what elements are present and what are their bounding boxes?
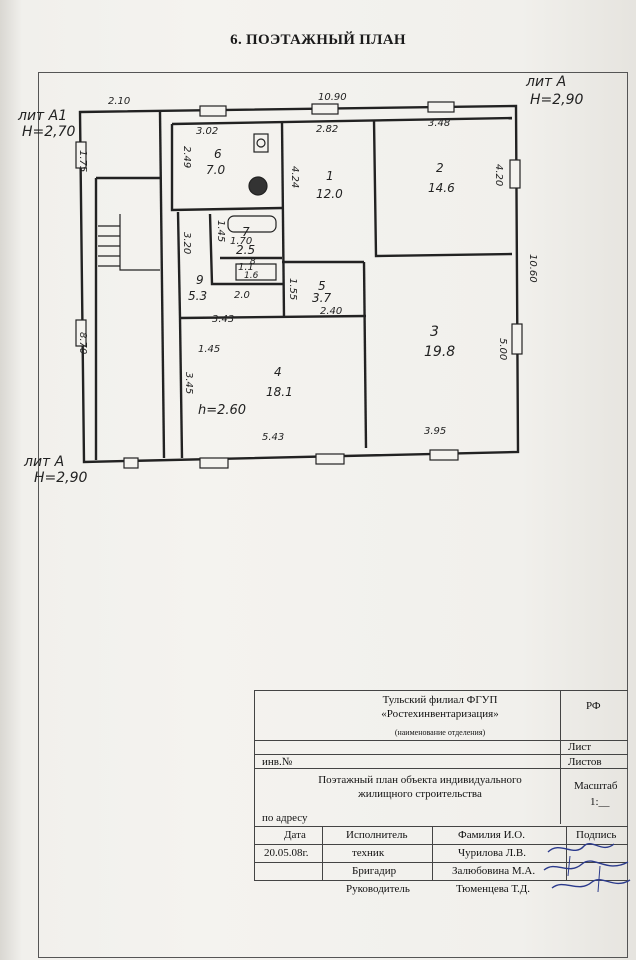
date-value: 20.05.08г. — [264, 847, 309, 859]
executor-header: Исполнитель — [346, 829, 408, 841]
svg-text:3.95: 3.95 — [424, 426, 446, 437]
scale-value: 1:__ — [590, 796, 610, 808]
svg-text:1.70: 1.70 — [230, 236, 252, 247]
list-label: Лист — [568, 741, 592, 753]
svg-text:3: 3 — [430, 324, 439, 340]
svg-text:2.0: 2.0 — [234, 290, 250, 301]
room-3: 319.8 — [424, 324, 455, 360]
label-h-a: Н=2,90 — [34, 470, 88, 486]
inv-label: инв.№ — [262, 756, 293, 768]
svg-text:10.90: 10.90 — [318, 92, 347, 103]
svg-text:1.45: 1.45 — [215, 220, 226, 242]
svg-text:3.02: 3.02 — [196, 126, 218, 137]
svg-text:7.0: 7.0 — [206, 163, 225, 177]
page-frame — [38, 72, 628, 958]
plan-rooms: 67.0 112.0 214.6 72.5 81.6 95.3 53.7 319… — [188, 147, 455, 418]
plan-walls — [78, 104, 520, 464]
svg-text:9: 9 — [196, 273, 204, 287]
svg-text:4.24: 4.24 — [289, 166, 300, 188]
svg-text:3.43: 3.43 — [212, 314, 234, 325]
svg-text:2.5: 2.5 — [236, 243, 255, 257]
svg-text:1.6: 1.6 — [244, 271, 259, 281]
plan-fixtures — [227, 133, 277, 281]
room-8: 81.6 — [244, 257, 259, 281]
role-foreman: Бригадир — [352, 865, 397, 877]
svg-text:2: 2 — [436, 161, 444, 175]
room-2: 214.6 — [428, 161, 455, 195]
svg-text:3.45: 3.45 — [183, 372, 194, 394]
label-h-a-right: Н=2,90 — [530, 92, 584, 108]
listov-label: Листов — [568, 756, 602, 768]
rf-label: РФ — [586, 700, 601, 712]
label-h-a1: Н=2,70 — [22, 124, 76, 140]
room-5: 53.7 — [312, 279, 331, 305]
svg-text:14.6: 14.6 — [428, 181, 455, 195]
svg-text:7: 7 — [242, 225, 250, 239]
svg-text:1: 1 — [326, 169, 334, 183]
svg-text:1.1: 1.1 — [238, 262, 254, 273]
name-header: Фамилия И.О. — [458, 829, 525, 841]
name-foreman: Залюбовина М.А. — [452, 865, 536, 877]
svg-text:5.3: 5.3 — [188, 289, 207, 303]
svg-text:1.75: 1.75 — [77, 150, 88, 172]
label-lit-a-right: лит А — [525, 74, 566, 90]
svg-text:4.20: 4.20 — [493, 164, 504, 186]
svg-text:18.1: 18.1 — [266, 385, 293, 399]
label-lit-a: лит А — [23, 454, 64, 470]
svg-text:12.0: 12.0 — [316, 187, 343, 201]
svg-text:1.45: 1.45 — [198, 344, 220, 355]
role-technician: техник — [352, 847, 385, 859]
name-head: Тюменцева Т.Д. — [456, 883, 531, 895]
plan-description-line2: жилищного строительства — [358, 788, 482, 800]
page-title: 6. ПОЭТАЖНЫЙ ПЛАН — [230, 32, 406, 48]
address-label: по адресу — [262, 812, 308, 824]
plan-windows — [75, 101, 523, 469]
svg-text:2.49: 2.49 — [181, 146, 192, 168]
org-name-line2: «Ростехинвентаризация» — [381, 708, 499, 720]
org-caption: (наименование отделения) — [394, 728, 486, 737]
handwritten-signatures — [543, 843, 631, 893]
room-9: 95.3 — [188, 273, 207, 303]
svg-text:5: 5 — [318, 279, 326, 293]
svg-text:3.48: 3.48 — [428, 118, 450, 129]
svg-text:1.55: 1.55 — [287, 278, 298, 300]
room-6: 67.0 — [206, 147, 225, 177]
name-technician: Чурилова Л.В. — [458, 847, 527, 859]
svg-text:10.60: 10.60 — [527, 254, 538, 283]
svg-text:6: 6 — [214, 147, 222, 161]
plan-description-line1: Поэтажный план объекта индивидуального — [318, 774, 522, 786]
role-head: Руководитель — [346, 883, 410, 895]
label-lit-a1: лит А1 — [17, 108, 67, 124]
org-name-line1: Тульский филиал ФГУП — [382, 694, 498, 706]
plan-dimensions: 2.10 10.90 3.02 2.82 3.48 1.70 3.43 2.40… — [77, 92, 538, 443]
svg-text:2.10: 2.10 — [108, 96, 130, 107]
svg-text:19.8: 19.8 — [424, 344, 455, 360]
svg-text:4: 4 — [274, 365, 282, 379]
svg-text:8.70: 8.70 — [77, 332, 88, 354]
room4-height: h=2.60 — [198, 403, 246, 418]
room-1: 112.0 — [316, 169, 343, 201]
svg-text:3.20: 3.20 — [181, 232, 192, 254]
svg-text:8: 8 — [250, 257, 256, 267]
svg-text:3.7: 3.7 — [312, 291, 331, 305]
scale-label: Масштаб — [574, 780, 618, 792]
room-7: 72.5 — [236, 225, 255, 257]
svg-text:2.82: 2.82 — [316, 124, 338, 135]
svg-text:2.40: 2.40 — [320, 306, 342, 317]
plan-level-labels: лит А1 Н=2,70 лит А Н=2,90 лит А Н=2,90 — [17, 74, 584, 486]
date-header: Дата — [284, 829, 306, 841]
room-4: 418.1 — [266, 365, 293, 399]
svg-text:5.00: 5.00 — [497, 338, 508, 360]
signature-header: Подпись — [576, 829, 617, 841]
svg-text:5.43: 5.43 — [262, 432, 284, 443]
